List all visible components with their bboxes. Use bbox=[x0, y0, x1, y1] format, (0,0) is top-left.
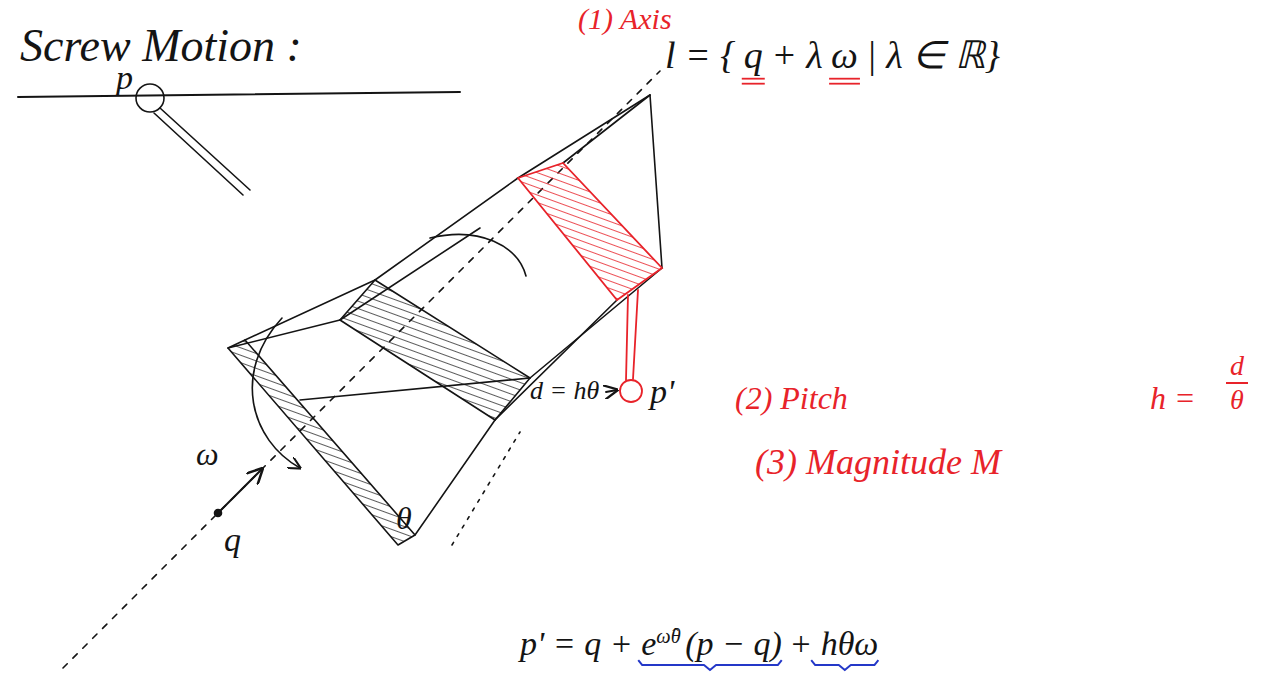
rotation-arc bbox=[430, 234, 526, 276]
axis-point-label-part: q bbox=[224, 520, 241, 559]
pitch-fraction: dθ bbox=[1226, 350, 1248, 416]
displacement-equation-part: + hθω bbox=[789, 624, 878, 663]
displacement-equation-part: p' = q + e bbox=[520, 624, 656, 663]
translation-label-part: d = hθ bbox=[530, 376, 599, 406]
exponent: ω̂θ bbox=[656, 625, 680, 648]
axis-direction-arrow bbox=[218, 469, 262, 513]
axis-set-part: ω bbox=[831, 34, 858, 78]
axis-heading-part: (1) Axis bbox=[578, 2, 672, 37]
prism-edge bbox=[530, 268, 662, 378]
pitch-heading: (2) Pitch bbox=[735, 380, 848, 417]
displacement-equation-part: (p − q) bbox=[685, 624, 782, 663]
axis-set: l = {q+ λω| λ ∈ ℝ} bbox=[665, 34, 1000, 78]
pitch-fraction-part: θ bbox=[1226, 382, 1248, 416]
prism-edge bbox=[228, 320, 340, 348]
moved-end-face bbox=[518, 163, 662, 300]
prism-edge bbox=[495, 300, 617, 420]
translation-label: d = hθ bbox=[530, 376, 599, 406]
point-label-part: p bbox=[116, 58, 133, 97]
prism-edge bbox=[340, 228, 480, 320]
point-p-prime bbox=[620, 380, 642, 402]
point-label: p' bbox=[650, 372, 674, 411]
magnitude-heading-part: (3) Magnitude M bbox=[755, 442, 1001, 483]
page-title: Screw Motion : bbox=[20, 20, 302, 73]
axis-set-part: | λ ∈ ℝ} bbox=[866, 34, 1000, 78]
point-p-stick bbox=[154, 113, 243, 195]
prism-edge bbox=[375, 178, 518, 280]
translation-guide bbox=[452, 432, 520, 545]
prism-tip-edge bbox=[518, 95, 650, 178]
rotation-arrow bbox=[252, 318, 300, 468]
displacement-equation: p' = q + eω̂θ(p − q)+ hθω bbox=[520, 624, 878, 663]
rotation-angle-part: θ bbox=[396, 500, 412, 537]
point-p-stick bbox=[160, 108, 250, 190]
pitch-formula: h = bbox=[1150, 380, 1196, 417]
point-p-prime-stick bbox=[633, 290, 638, 379]
emphasis-underline bbox=[829, 83, 860, 85]
point-p-prime-stick bbox=[626, 295, 628, 380]
axis-point-label: q bbox=[224, 520, 241, 559]
rotation-angle: θ bbox=[396, 500, 412, 537]
axis-direction-label: ω bbox=[196, 436, 219, 473]
emphasis-underline bbox=[742, 78, 765, 80]
pitch-formula-part: h = bbox=[1150, 380, 1196, 417]
emphasis-underline bbox=[742, 83, 765, 85]
prism-edge bbox=[415, 420, 495, 535]
magnitude-heading: (3) Magnitude M bbox=[755, 442, 1001, 483]
translation-arrow bbox=[606, 390, 617, 392]
axis-direction-label-part: ω bbox=[196, 436, 219, 473]
pitch-fraction-part: d bbox=[1226, 350, 1248, 382]
axis-set-part: q bbox=[744, 34, 763, 78]
point-label-part: p' bbox=[650, 372, 674, 411]
prism-tip-edge bbox=[563, 95, 650, 163]
axis-heading: (1) Axis bbox=[578, 2, 672, 37]
base-plate bbox=[228, 340, 415, 545]
axis-set-part: l = { bbox=[665, 34, 735, 78]
point-label: p bbox=[116, 58, 133, 97]
emphasis-underline bbox=[829, 78, 860, 80]
prism-tip-edge bbox=[650, 95, 662, 268]
axis-set-part: + λ bbox=[771, 34, 823, 78]
title-underline bbox=[18, 92, 460, 97]
screw-axis bbox=[63, 71, 660, 668]
pitch-heading-part: (2) Pitch bbox=[735, 380, 848, 417]
